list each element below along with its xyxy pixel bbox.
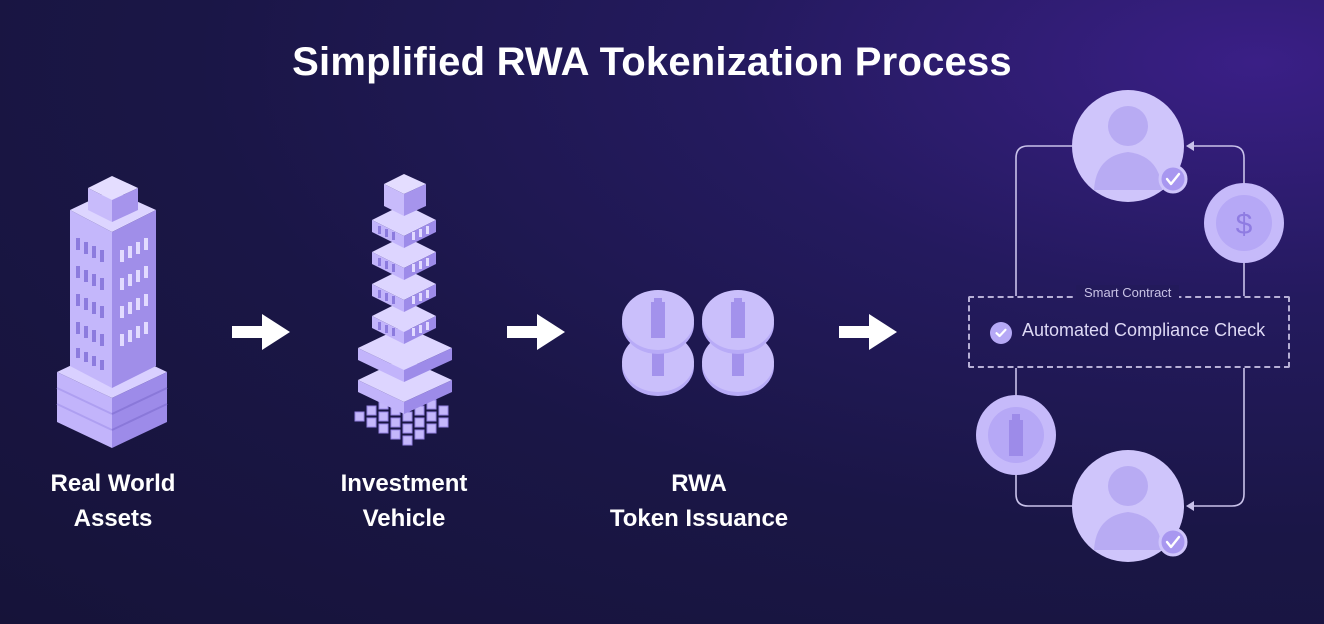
step-label-line: Real World bbox=[50, 470, 176, 497]
verified-check-icon bbox=[1158, 527, 1188, 557]
step-label-real-world-assets: Real World Assets bbox=[3, 466, 223, 536]
dollar-symbol: $ bbox=[1236, 208, 1253, 241]
step-label-line: RWA bbox=[671, 470, 727, 497]
check-circle-icon bbox=[990, 322, 1012, 344]
token-coins-icon bbox=[622, 290, 774, 396]
arrow-right-icon bbox=[507, 314, 565, 350]
compliance-check-label: Automated Compliance Check bbox=[1022, 320, 1266, 340]
smart-contract-title: Smart Contract bbox=[1076, 285, 1180, 300]
user-avatar-icon bbox=[1072, 90, 1184, 202]
step-label-line: Token Issuance bbox=[609, 505, 789, 532]
arrow-right-icon bbox=[839, 314, 897, 350]
tower-coin-icon bbox=[976, 395, 1056, 475]
exchange-loop bbox=[1015, 145, 1245, 507]
step-label-line: Investment bbox=[340, 470, 468, 497]
step-label-investment-vehicle: Investment Vehicle bbox=[294, 466, 514, 536]
page-title: Simplified RWA Tokenization Process bbox=[292, 40, 1012, 84]
arrow-right-icon bbox=[232, 314, 290, 350]
stacked-tower-icon bbox=[354, 174, 452, 446]
skyscraper-icon bbox=[56, 176, 168, 448]
arrow-head-icon bbox=[1186, 501, 1194, 511]
verified-check-icon bbox=[1158, 164, 1188, 194]
arrow-head-icon bbox=[1186, 141, 1194, 151]
step-label-line: Assets bbox=[73, 505, 153, 532]
step-label-line: Vehicle bbox=[362, 505, 446, 532]
user-avatar-icon bbox=[1072, 450, 1184, 562]
step-label-token-issuance: RWA Token Issuance bbox=[589, 466, 809, 536]
dollar-coin-icon bbox=[1204, 183, 1284, 263]
